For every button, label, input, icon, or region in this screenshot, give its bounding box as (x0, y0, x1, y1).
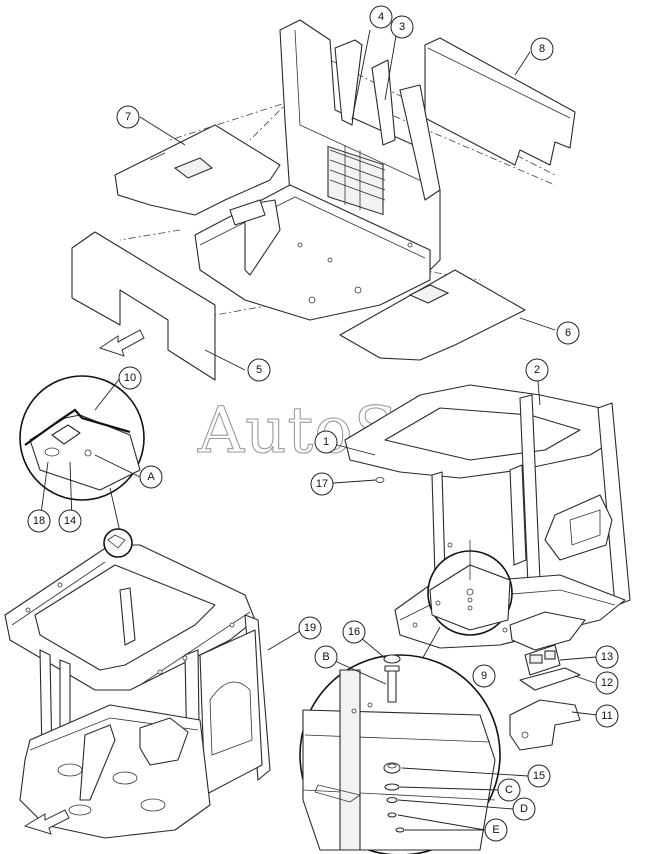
callout-label-19: 19 (304, 622, 316, 634)
callout-17: 17 (310, 472, 334, 496)
callout-label-12: 12 (601, 677, 613, 689)
callout-label-B: B (322, 651, 329, 663)
callout-C: C (497, 778, 521, 802)
callout-1: 1 (314, 430, 338, 454)
callout-label-14: 14 (64, 515, 76, 527)
callout-4: 4 (369, 5, 393, 29)
callout-label-13: 13 (601, 651, 613, 663)
callout-label-2: 2 (534, 364, 540, 376)
detail-view-a (19, 375, 145, 558)
callout-2: 2 (525, 358, 549, 382)
callout-label-10: 10 (124, 372, 136, 384)
callout-label-5: 5 (256, 364, 262, 376)
callout-14: 14 (58, 509, 82, 533)
callout-3: 3 (390, 15, 414, 39)
lower-left-cab-frame (4, 544, 271, 839)
callout-7: 7 (116, 105, 140, 129)
callout-label-16: 16 (348, 626, 360, 638)
callout-label-3: 3 (399, 21, 405, 33)
trim-strip-3 (371, 59, 396, 146)
direction-arrow-top (98, 329, 145, 357)
callout-label-9: 9 (481, 670, 487, 682)
callout-D: D (512, 797, 536, 821)
callout-6: 6 (556, 321, 580, 345)
callout-11: 11 (595, 704, 619, 728)
callout-E: E (484, 818, 508, 842)
side-panel-5 (71, 231, 216, 381)
callout-label-15: 15 (533, 770, 545, 782)
floor-mat-6 (339, 269, 526, 361)
callout-10: 10 (118, 366, 142, 390)
callout-label-D: D (520, 803, 528, 815)
rear-panel-8 (424, 37, 576, 166)
direction-arrow-bottom (23, 809, 70, 835)
callout-A: A (139, 465, 163, 489)
callout-label-11: 11 (601, 710, 612, 722)
callout-label-4: 4 (378, 11, 384, 23)
callout-label-1: 1 (323, 436, 329, 448)
callout-5: 5 (247, 358, 271, 382)
callout-label-C: C (505, 784, 513, 796)
callout-16: 16 (342, 620, 366, 644)
trim-strip-4 (334, 39, 363, 126)
callout-18: 18 (27, 509, 51, 533)
callout-9: 9 (472, 664, 496, 688)
callout-label-8: 8 (539, 43, 545, 55)
callout-8: 8 (530, 37, 554, 61)
floor-mat-7 (114, 124, 281, 216)
callout-label-6: 6 (565, 327, 571, 339)
detail-view-zoom (299, 654, 501, 854)
callout-label-7: 7 (125, 111, 131, 123)
callout-label-17: 17 (316, 478, 328, 490)
callout-13: 13 (595, 645, 619, 669)
callout-label-E: E (492, 824, 499, 836)
callout-15: 15 (527, 764, 551, 788)
callout-label-18: 18 (33, 515, 45, 527)
cab-floor-plate (194, 184, 431, 321)
upper-exploded-view (71, 19, 576, 381)
callout-B: B (314, 645, 338, 669)
callout-19: 19 (298, 616, 322, 640)
callout-label-A: A (147, 471, 155, 483)
callout-12: 12 (595, 671, 619, 695)
